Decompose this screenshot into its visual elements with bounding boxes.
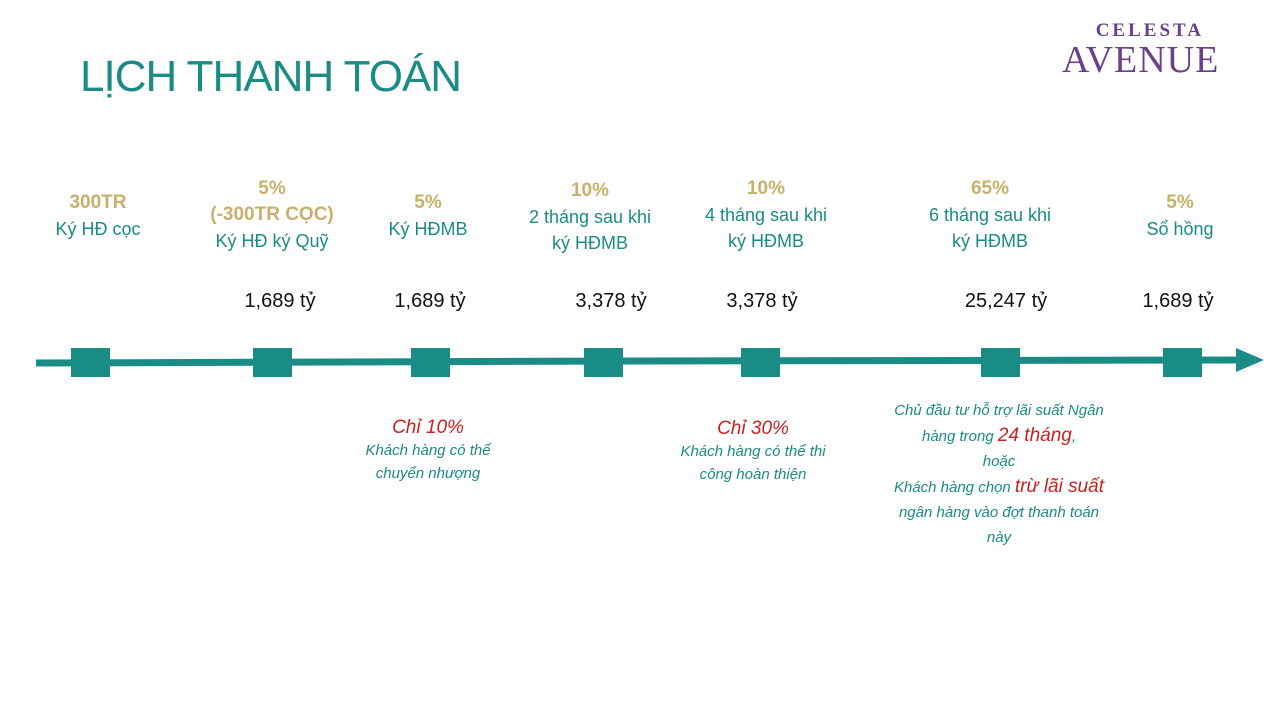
note-highlight: Chỉ 30% (717, 418, 789, 439)
stage-desc: Ký HĐMB (388, 219, 468, 239)
note-6-months: Chủ đầu tư hỗ trợ lãi suất Ngân hàng tro… (894, 398, 1104, 550)
stage-desc-2: ký HĐMB (952, 231, 1028, 251)
note-4-months: Chỉ 30% Khách hàng có thể thi công hoàn … (680, 417, 825, 486)
amount-escrow: 1,689 tỷ (244, 290, 316, 312)
note-line: Khách hàng chọn trừ lãi suất (894, 474, 1104, 500)
stage-6-months: 65% 6 tháng sau khi ký HĐMB (929, 176, 1051, 254)
page-title: LỊCH THANH TOÁN (80, 52, 462, 101)
milestone-marker (741, 348, 780, 377)
stage-percent: 10% (570, 180, 610, 201)
note-line: hoặc (982, 453, 1016, 470)
milestone-marker (584, 348, 623, 377)
milestone-marker (1163, 348, 1202, 377)
stage-4-months: 10% 4 tháng sau khi ký HĐMB (705, 176, 827, 254)
stage-desc: 4 tháng sau khi (704, 205, 828, 225)
stage-percent: 300TR (69, 192, 127, 213)
note-line: này (986, 529, 1012, 546)
note-line: Khách hàng có thể thi (680, 443, 826, 460)
stage-percent: 10% (746, 178, 786, 199)
stage-2-months: 10% 2 tháng sau khi ký HĐMB (529, 178, 651, 256)
stage-desc-2: ký HĐMB (552, 233, 628, 253)
note-text: hàng trong (921, 428, 998, 445)
note-highlight: Chỉ 10% (392, 417, 464, 438)
note-line: công hoàn thiện (699, 466, 807, 483)
note-line: hàng trong 24 tháng, (894, 423, 1104, 449)
stage-percent-note: (-300TR CỌC) (210, 204, 334, 225)
timeline-line (35, 356, 1241, 367)
stage-desc: 6 tháng sau khi (928, 205, 1052, 225)
note-text: Khách hàng chọn (893, 479, 1015, 496)
milestone-marker (71, 348, 110, 377)
milestone-marker (253, 348, 292, 377)
milestone-marker (981, 348, 1020, 377)
note-line: Chủ đầu tư hỗ trợ lãi suất Ngân (894, 402, 1104, 419)
stage-percent: 5% (414, 192, 442, 213)
stage-deposit: 300TR Ký HĐ cọc (55, 190, 140, 242)
amount-4-months: 3,378 tỷ (726, 290, 798, 312)
note-text: , (1071, 428, 1077, 445)
stage-percent: 5% (1166, 192, 1194, 213)
stage-desc: 2 tháng sau khi (528, 207, 652, 227)
timeline-arrowhead (1236, 348, 1264, 372)
amount-pink-book: 1,689 tỷ (1142, 290, 1214, 312)
stage-percent: 5% (258, 178, 286, 199)
stage-desc: Ký HĐ ký Quỹ (215, 231, 329, 251)
stage-percent: 65% (970, 178, 1010, 199)
stage-pink-book: 5% Sổ hồng (1146, 190, 1213, 242)
note-highlight: 24 tháng (997, 425, 1072, 446)
logo-top-text: CELESTA (1095, 20, 1204, 41)
amount-6-months: 25,247 tỷ (964, 290, 1048, 312)
stage-contract: 5% Ký HĐMB (388, 190, 467, 242)
stage-desc: Sổ hồng (1146, 219, 1214, 239)
note-contract: Chỉ 10% Khách hàng có thể chuyển nhượng (365, 416, 490, 485)
note-line: ngân hàng vào đợt thanh toán (898, 504, 1100, 521)
note-line: chuyển nhượng (375, 465, 481, 482)
amount-2-months: 3,378 tỷ (575, 290, 647, 312)
stage-desc-2: ký HĐMB (728, 231, 804, 251)
note-line: Khách hàng có thể (365, 442, 491, 459)
note-highlight: trừ lãi suất (1014, 476, 1105, 497)
stage-desc: Ký HĐ cọc (55, 219, 141, 239)
logo-main-text: AVENUE (1062, 39, 1220, 81)
stage-escrow: 5% (-300TR CỌC) Ký HĐ ký Quỹ (210, 176, 334, 254)
timeline (35, 348, 1264, 377)
milestone-marker (411, 348, 450, 377)
celesta-avenue-logo: CELESTA AVENUE (1058, 18, 1234, 81)
amount-contract: 1,689 tỷ (394, 290, 466, 312)
